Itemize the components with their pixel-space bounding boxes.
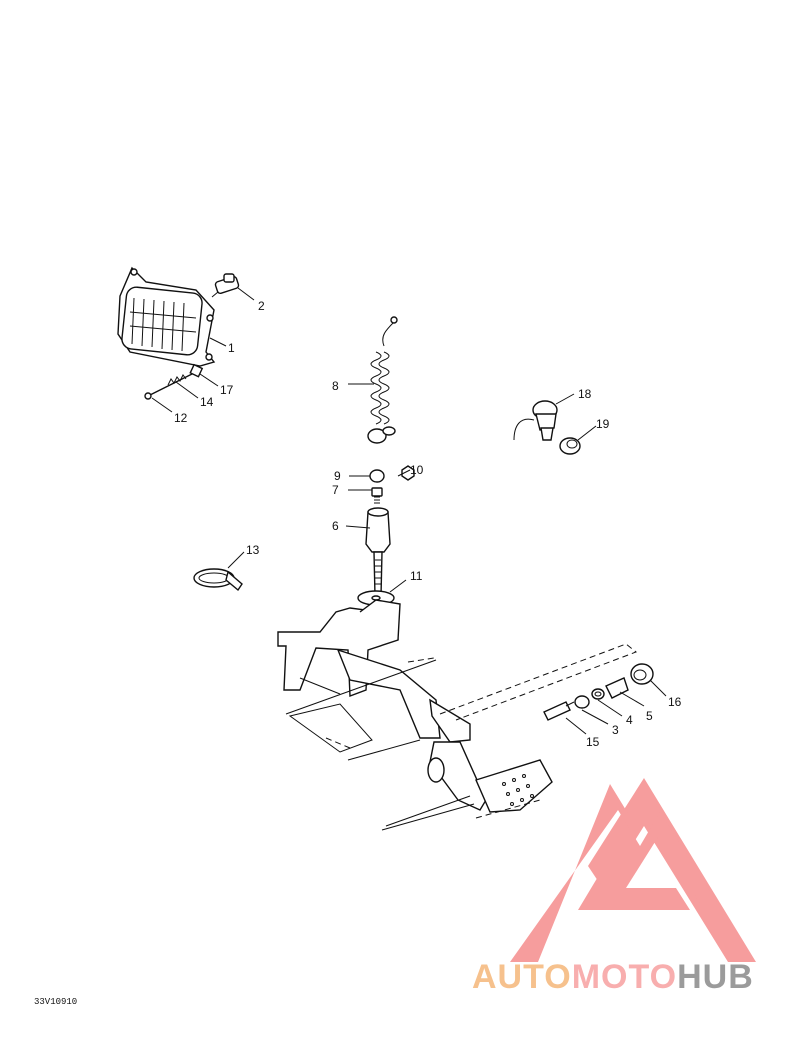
callout-9: 9 xyxy=(334,469,341,483)
drawing-code: 33V10910 xyxy=(34,997,78,1007)
headlamp xyxy=(117,266,216,367)
callout-5: 5 xyxy=(646,709,653,723)
logo-triangle xyxy=(588,778,756,962)
watermark-logo: AUTOMOTOHUB xyxy=(472,778,756,996)
callout-10: 10 xyxy=(410,463,424,477)
callout-12: 12 xyxy=(174,411,188,425)
logo-m-shape xyxy=(510,784,718,962)
vehicle-frame xyxy=(277,599,637,831)
callout-4: 4 xyxy=(626,713,633,727)
callout-15: 15 xyxy=(586,735,600,749)
callout-19: 19 xyxy=(596,417,610,431)
bolt-stack xyxy=(543,663,654,721)
callouts: 1 2 3 4 5 6 7 8 9 10 11 12 13 14 15 16 1… xyxy=(174,299,682,749)
callout-2: 2 xyxy=(258,299,265,313)
callout-13: 13 xyxy=(246,543,260,557)
speedometer-cable xyxy=(367,316,398,444)
callout-3: 3 xyxy=(612,723,619,737)
callout-6: 6 xyxy=(332,519,339,533)
callout-8: 8 xyxy=(332,379,339,393)
adjusting-screw-set xyxy=(144,363,204,400)
leader-lines xyxy=(151,287,667,735)
headlamp-bulb xyxy=(211,273,240,298)
watermark-text: AUTOMOTOHUB xyxy=(472,958,754,996)
callout-16: 16 xyxy=(668,695,682,709)
callout-14: 14 xyxy=(200,395,214,409)
callout-7: 7 xyxy=(332,483,339,497)
callout-17: 17 xyxy=(220,383,234,397)
callout-18: 18 xyxy=(578,387,592,401)
indicator-light xyxy=(513,400,581,455)
speed-sensor xyxy=(365,507,391,597)
hose-clamp xyxy=(193,568,243,592)
callout-1: 1 xyxy=(228,341,235,355)
callout-11: 11 xyxy=(410,569,423,583)
